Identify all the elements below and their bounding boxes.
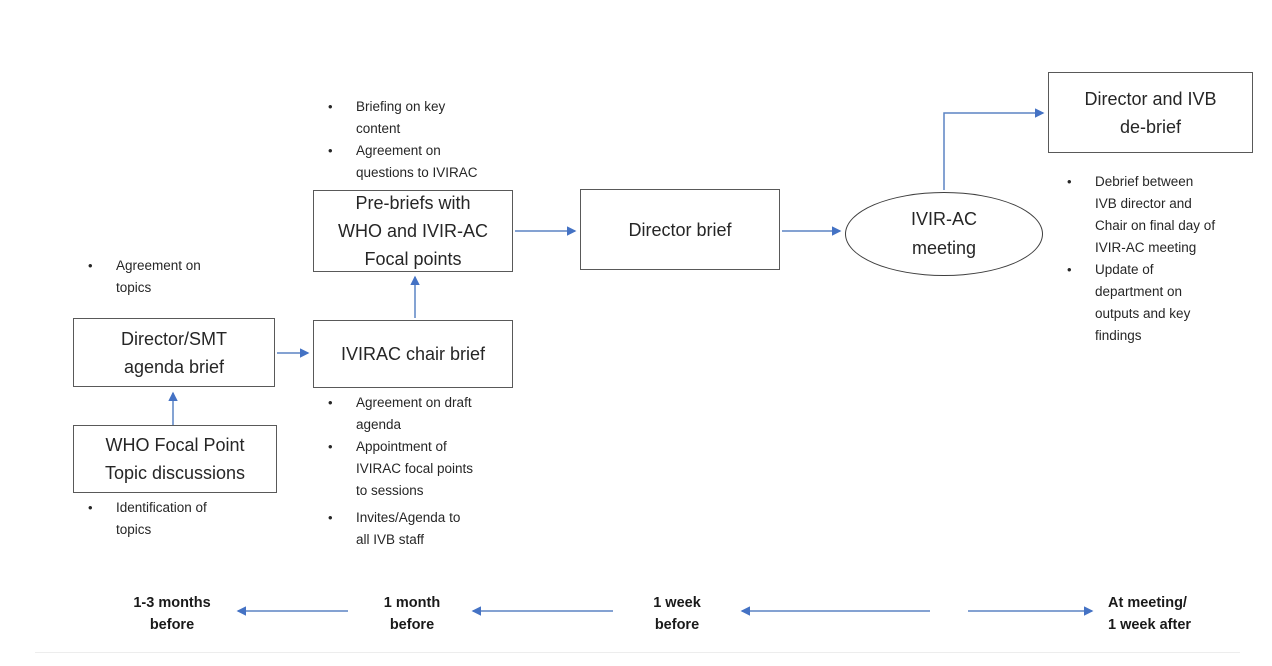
bullet-icon: • xyxy=(88,500,93,515)
box-label: IVIRAC chair brief xyxy=(340,344,486,364)
bullet-text: Agreement on topics xyxy=(116,258,201,295)
bullet-text: Agreement on draft agenda xyxy=(356,395,472,432)
bullet-text: Agreement on questions to IVIRAC xyxy=(356,143,478,180)
box-label: Director and IVB de-brief xyxy=(1084,88,1217,137)
timeline-label-1-week-before: 1 week before xyxy=(653,595,701,633)
bullet-item: • Briefing on key content xyxy=(328,96,528,140)
bullet-icon: • xyxy=(1067,262,1072,277)
box-label: WHO Focal Point Topic discussions xyxy=(104,435,246,483)
bullet-text: Update of department on outputs and key … xyxy=(1095,262,1191,343)
notes-identification-of-topics: • Identification of topics xyxy=(88,497,278,541)
slide-bottom-edge xyxy=(35,652,1240,653)
bullet-icon: • xyxy=(1067,174,1072,189)
bullet-item: • Invites/Agenda to all IVB staff xyxy=(328,507,528,551)
bullet-item: • Identification of topics xyxy=(88,497,278,541)
box-director-smt-agenda-brief: Director/SMT agenda brief xyxy=(73,318,275,387)
bullet-item: • Agreement on topics xyxy=(88,255,278,299)
bullet-text: Identification of topics xyxy=(116,500,207,537)
bullet-icon: • xyxy=(328,439,333,454)
box-label: Director/SMT agenda brief xyxy=(120,328,227,377)
bullet-text: Invites/Agenda to all IVB staff xyxy=(356,510,461,547)
bullet-icon: • xyxy=(328,395,333,410)
notes-chair-brief-points: • Agreement on draft agenda • Appointmen… xyxy=(328,392,528,551)
bullet-item: • Agreement on draft agenda xyxy=(328,392,528,436)
bullet-item: • Update of department on outputs and ke… xyxy=(1067,259,1267,347)
bullet-icon: • xyxy=(328,143,333,158)
bullet-text: Appointment of IVIRAC focal points to se… xyxy=(356,439,474,498)
ellipse-label: IVIR-AC meeting xyxy=(910,209,977,258)
box-prebriefs-focal-points: Pre-briefs with WHO and IVIR-AC Focal po… xyxy=(313,190,513,272)
box-who-focal-point-topic-discussions: WHO Focal Point Topic discussions xyxy=(73,425,277,493)
bullet-text: Debrief between IVB director and Chair o… xyxy=(1095,174,1216,255)
notes-debrief-points: • Debrief between IVB director and Chair… xyxy=(1067,171,1267,347)
box-director-ivb-debrief: Director and IVB de-brief xyxy=(1048,72,1253,153)
bullet-text: Briefing on key content xyxy=(356,99,446,136)
ellipse-ivir-ac-meeting: IVIR-AC meeting xyxy=(845,192,1043,276)
arrow-meeting-to-debrief xyxy=(943,108,1045,190)
timeline-label-at-meeting-1-week-after: At meeting/ 1 week after xyxy=(1108,595,1192,633)
box-label: Director brief xyxy=(628,219,732,240)
bullet-item: • Agreement on questions to IVIRAC xyxy=(328,140,528,184)
bullet-icon: • xyxy=(328,99,333,114)
box-director-brief: Director brief xyxy=(580,189,780,270)
bullet-icon: • xyxy=(88,258,93,273)
notes-agreement-on-topics: • Agreement on topics xyxy=(88,255,278,299)
timeline-label-1-3-months-before: 1-3 months before xyxy=(133,595,211,633)
timeline-label-1-month-before: 1 month before xyxy=(383,595,441,633)
bullet-item: • Debrief between IVB director and Chair… xyxy=(1067,171,1267,259)
bullet-item: • Appointment of IVIRAC focal points to … xyxy=(328,436,528,502)
box-ivirac-chair-brief: IVIRAC chair brief xyxy=(313,320,513,388)
notes-prebrief-points: • Briefing on key content • Agreement on… xyxy=(328,96,528,184)
box-label: Pre-briefs with WHO and IVIR-AC Focal po… xyxy=(337,193,489,269)
bullet-icon: • xyxy=(328,510,333,525)
